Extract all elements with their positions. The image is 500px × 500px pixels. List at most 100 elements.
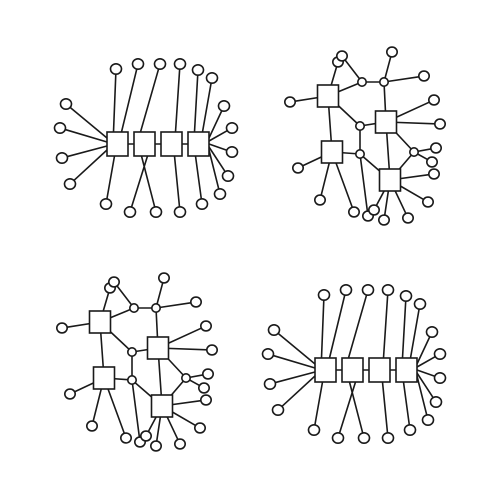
leaf-node — [200, 394, 213, 406]
spoke-line — [193, 74, 199, 133]
box-node — [316, 84, 340, 108]
leaf-node — [55, 151, 69, 165]
leaf-node — [413, 297, 427, 311]
leaf-node — [213, 187, 227, 201]
junction-node — [129, 302, 140, 313]
leaf-node — [55, 322, 68, 334]
box-node — [92, 366, 116, 390]
leaf-node — [109, 62, 123, 76]
spoke-line — [130, 155, 149, 208]
leaf-node — [173, 205, 187, 219]
box-node — [314, 357, 337, 383]
box-node — [133, 131, 156, 157]
spoke-line — [208, 110, 223, 139]
leaf-node — [357, 431, 371, 445]
spoke-line — [140, 155, 156, 208]
panel-top-right — [283, 46, 446, 226]
leaf-node — [131, 57, 145, 71]
spoke-line — [416, 369, 436, 377]
leaf-node — [173, 57, 187, 71]
leaf-node — [59, 97, 73, 111]
leaf-node — [153, 57, 167, 71]
leaf-node — [433, 118, 446, 130]
spoke-line — [139, 68, 160, 133]
leaf-node — [403, 423, 417, 437]
leaf-node — [99, 197, 113, 211]
leaf-node — [429, 142, 442, 154]
leaf-node — [206, 344, 219, 356]
spoke-line — [194, 155, 203, 200]
leaf-node — [174, 438, 187, 450]
spoke-line — [208, 146, 226, 173]
spoke-line — [416, 355, 437, 368]
spoke-line — [174, 68, 181, 133]
spoke-line — [416, 375, 428, 416]
spoke-line — [348, 381, 364, 434]
leaf-node — [120, 432, 133, 444]
box-node — [341, 357, 364, 383]
leaf-node — [64, 388, 77, 400]
leaf-node — [267, 323, 281, 337]
leaf-node — [283, 96, 296, 108]
junction-node — [181, 372, 192, 383]
spoke-line — [155, 301, 192, 309]
leaf-node — [202, 368, 215, 380]
box-node — [378, 168, 402, 192]
leaf-node — [86, 420, 99, 432]
leaf-node — [417, 70, 430, 82]
spoke-line — [208, 143, 228, 151]
panel-bottom-right — [261, 283, 447, 445]
box-node — [160, 131, 183, 157]
leaf-node — [53, 121, 67, 135]
leaf-node — [317, 288, 331, 302]
leaf-node — [425, 156, 438, 168]
junction-node — [354, 149, 365, 160]
box-node — [368, 357, 391, 383]
panel-top-left — [53, 57, 239, 219]
leaf-node — [347, 206, 360, 218]
box-node — [320, 140, 344, 164]
leaf-node — [361, 283, 375, 297]
spoke-line — [208, 129, 229, 142]
leaf-node — [158, 272, 171, 284]
leaf-node — [335, 50, 348, 62]
spoke-line — [277, 332, 316, 365]
spoke-line — [401, 300, 407, 359]
box-node — [146, 336, 170, 360]
leaf-node — [433, 347, 447, 361]
spoke-line — [208, 149, 220, 190]
leaf-node — [307, 423, 321, 437]
box-node — [187, 131, 210, 157]
leaf-node — [221, 169, 235, 183]
spoke-line — [112, 73, 117, 133]
leaf-node — [225, 145, 239, 159]
box-node — [374, 110, 398, 134]
leaf-node — [123, 205, 137, 219]
leaf-node — [263, 377, 277, 391]
leaf-node — [271, 403, 285, 417]
box-node — [395, 357, 418, 383]
spoke-line — [328, 294, 346, 359]
leaf-node — [191, 63, 205, 77]
spoke-line — [320, 299, 325, 359]
leaf-node — [381, 283, 395, 297]
junction-node — [127, 346, 138, 357]
spoke-line — [281, 375, 316, 408]
leaf-node — [429, 395, 443, 409]
leaf-node — [198, 382, 211, 394]
leaf-node — [421, 196, 434, 208]
leaf-node — [381, 431, 395, 445]
leaf-node — [433, 371, 447, 385]
leaf-node — [195, 197, 209, 211]
panel-bottom-left — [55, 272, 219, 452]
leaf-node — [313, 194, 326, 206]
spoke-line — [106, 155, 116, 200]
spoke-line — [382, 294, 389, 359]
leaf-node — [291, 162, 304, 174]
junction-node — [378, 77, 389, 88]
leaf-node — [108, 276, 121, 288]
leaf-node — [425, 325, 439, 339]
spoke-line — [383, 75, 420, 83]
